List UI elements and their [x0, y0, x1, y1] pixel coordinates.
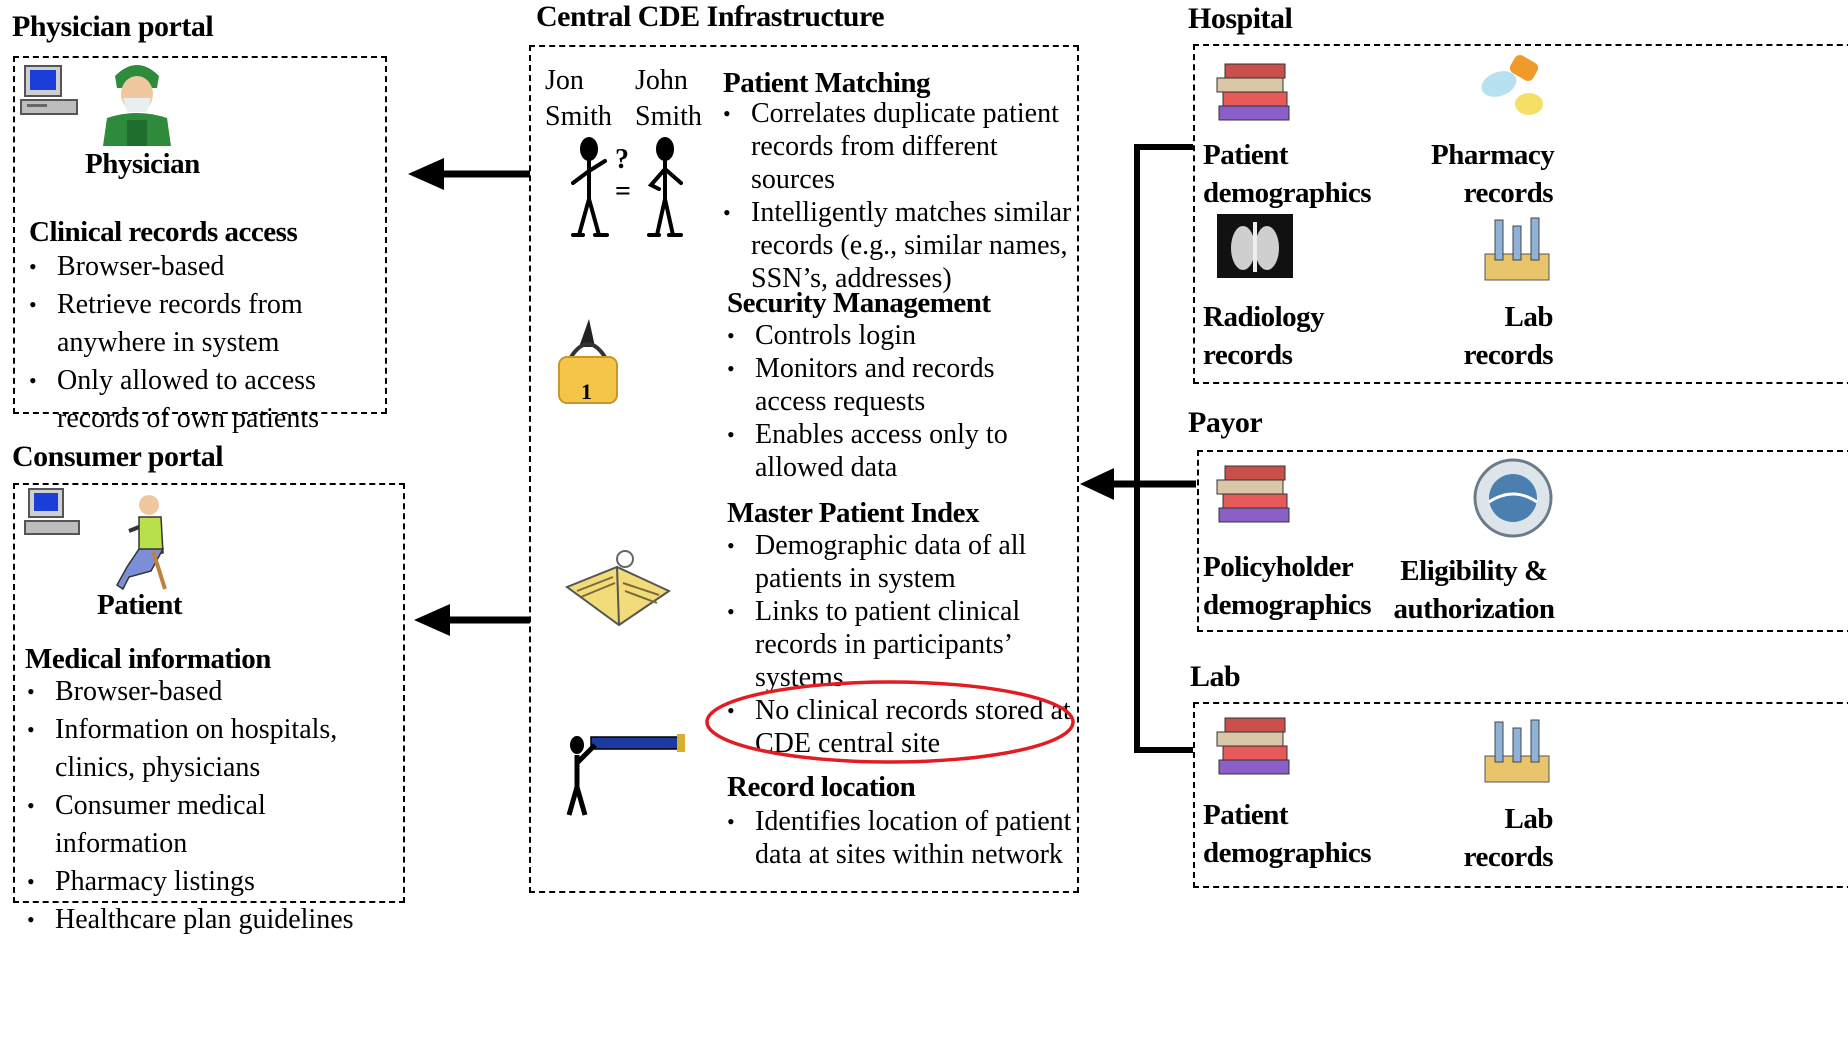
physician-role-label: Physician	[85, 148, 200, 180]
record-location-list: Identifies location of patient data at s…	[725, 805, 1071, 871]
security-bullet: Monitors and records access requests	[725, 352, 1008, 418]
patient-matching-list: Correlates duplicate patient records fro…	[721, 97, 1077, 295]
central-box: Jon Smith John Smith ? = Patient Matchin…	[529, 45, 1079, 893]
computer-icon	[20, 65, 78, 115]
hospital-lab-records: Lab records	[1463, 301, 1554, 371]
question-mark: ?	[615, 144, 629, 175]
xray-icon	[1217, 214, 1293, 278]
seal-icon	[1473, 458, 1553, 538]
physician-bullet: Retrieve records from anywhere in system	[27, 286, 319, 362]
security-bullet: Controls login	[725, 319, 1008, 352]
arrow-to-central-head	[1080, 468, 1114, 500]
telescope-icon	[566, 734, 685, 816]
security-list: Controls login Monitors and records acce…	[725, 319, 1008, 484]
arrow-to-physician-head	[408, 158, 444, 190]
name-label-john: John Smith	[635, 65, 702, 132]
central-title: Central CDE Infrastructure	[536, 0, 885, 33]
payor-box: Policyholder demographics Eligibility & …	[1197, 450, 1848, 632]
lock-icon	[558, 319, 618, 404]
name-label-jon: Jon Smith	[545, 65, 612, 132]
computer-icon	[24, 488, 80, 535]
payor-policyholder-demographics: Policyholder demographics	[1203, 551, 1372, 621]
consumer-bullet-list: Browser-based Information on hospitals, …	[25, 673, 403, 939]
lab-equipment-icon	[1484, 719, 1550, 783]
hospital-box: Patient demographics Pharmacy records Ra…	[1193, 44, 1848, 384]
physician-portal-title: Physician portal	[12, 10, 214, 43]
consumer-portal-title: Consumer portal	[12, 440, 224, 473]
physician-bullet-list: Browser-based Retrieve records from anyw…	[27, 248, 319, 438]
consumer-bullet: Healthcare plan guidelines	[25, 901, 403, 939]
lab-records: Lab records	[1463, 803, 1554, 873]
consumer-bullet: Information on hospitals, clinics, physi…	[25, 711, 403, 787]
lab-equipment-icon	[1484, 217, 1550, 281]
lab-title: Lab	[1190, 660, 1241, 693]
hospital-title: Hospital	[1188, 2, 1293, 35]
consumer-section-heading: Medical information	[25, 643, 271, 675]
patient-icon	[116, 495, 167, 591]
pills-icon	[1481, 55, 1543, 115]
physician-section-heading: Clinical records access	[29, 216, 298, 248]
record-location-heading: Record location	[727, 771, 916, 803]
consumer-portal-box: Patient Medical information Browser-base…	[13, 483, 405, 939]
physician-bullet: Browser-based	[27, 248, 319, 286]
payor-eligibility-authorization: Eligibility & authorization	[1393, 555, 1555, 625]
patient-matching-bullet: Correlates duplicate patient records fro…	[721, 97, 1077, 196]
mpi-heading: Master Patient Index	[727, 497, 980, 529]
patient-matching-heading: Patient Matching	[723, 67, 931, 99]
arrow-to-consumer-head	[414, 604, 450, 636]
equals-sign: =	[615, 176, 631, 207]
mpi-bullet: Links to patient clinical records in par…	[725, 595, 1071, 694]
books-icon	[1216, 465, 1290, 523]
security-bullet: Enables access only to allowed data	[725, 418, 1008, 484]
physician-portal-box: Physician Clinical records access Browse…	[13, 56, 387, 434]
books-icon	[1216, 717, 1290, 775]
patient-role-label: Patient	[97, 589, 183, 621]
mpi-bullet: Demographic data of all patients in syst…	[725, 529, 1071, 595]
mpi-list: Demographic data of all patients in syst…	[725, 529, 1071, 760]
mpi-bullet: No clinical records stored at CDE centra…	[725, 694, 1071, 760]
books-icon	[1216, 63, 1290, 121]
lock-number: 1	[581, 379, 592, 404]
payor-title: Payor	[1188, 406, 1263, 439]
lab-box: Patient demographics Lab records	[1193, 702, 1848, 888]
matching-figures-icon	[571, 137, 683, 237]
consumer-bullet: Pharmacy listings	[25, 863, 403, 901]
physician-bullet: Only allowed to access records of own pa…	[27, 362, 319, 438]
surgeon-icon	[103, 65, 171, 146]
consumer-bullet: Browser-based	[25, 673, 403, 711]
record-location-bullet: Identifies location of patient data at s…	[725, 805, 1071, 871]
highlight-ellipse	[705, 680, 1075, 764]
hospital-radiology-records: Radiology records	[1203, 301, 1325, 371]
consumer-bullet: Consumer medical information	[25, 787, 403, 863]
patient-matching-bullet: Intelligently matches similar records (e…	[721, 196, 1077, 295]
index-book-icon	[564, 550, 672, 627]
hospital-pharmacy-records: Pharmacy records	[1431, 139, 1555, 209]
hospital-patient-demographics: Patient demographics	[1203, 139, 1372, 209]
security-heading: Security Management	[727, 287, 991, 319]
lab-patient-demographics: Patient demographics	[1203, 799, 1372, 869]
